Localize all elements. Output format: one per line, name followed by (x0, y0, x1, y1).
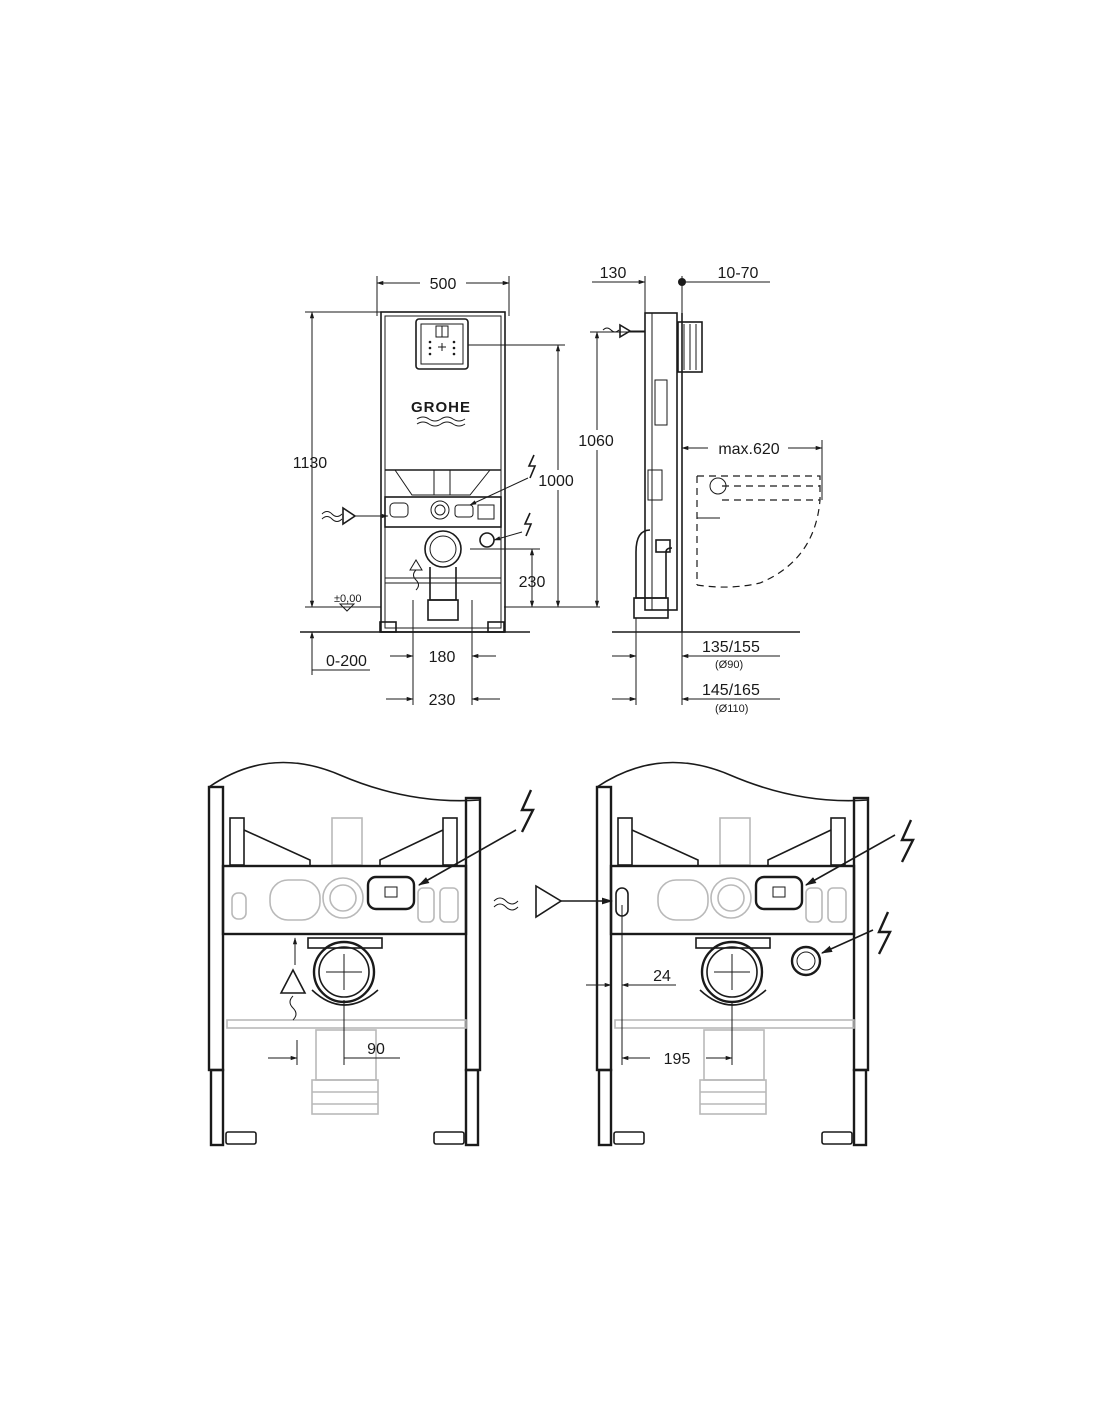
flush-button-icon (428, 325, 456, 356)
dim-detail-right-large: 195 (664, 1051, 691, 1068)
brand-logo-text: GROHE (411, 399, 471, 416)
floor-level-label: ±0,00 (334, 593, 361, 605)
water-inlet-icon (493, 884, 614, 919)
dim-total-height: 1130 (293, 455, 328, 472)
dim-flush-height-side: 1060 (578, 433, 614, 450)
dim-top-depth: 130 (600, 265, 627, 282)
dim-drain-offset-b: 230 (429, 692, 456, 709)
detail-left: 90 (207, 761, 535, 1147)
power-lightning-icon (820, 911, 892, 955)
drain-vent-icon (409, 559, 423, 591)
power-lightning-icon (418, 789, 535, 886)
water-inlet-icon (602, 323, 645, 339)
dim-drain-offset-a: 180 (429, 649, 456, 666)
side-view: 130 10-70 1060 max.620 135/155 (Ø90) (572, 265, 823, 715)
dim-width: 500 (430, 276, 457, 293)
dim-drain-height: 230 (519, 574, 546, 591)
dim-pipe-90-offset: 135/155 (702, 639, 760, 656)
dim-max-reach: max.620 (718, 441, 779, 458)
power-lightning-icon (469, 454, 537, 506)
power-lightning-icon (493, 512, 533, 541)
dim-detail-right-small: 24 (653, 968, 671, 985)
front-view: GROHE 500 (293, 273, 600, 709)
water-inlet-icon (321, 506, 389, 526)
dim-pipe-110-offset: 145/165 (702, 682, 760, 699)
dim-wall-offset: 10-70 (718, 265, 759, 282)
detail-right: 24 195 (493, 761, 915, 1147)
dim-pipe-90-diameter: (Ø90) (715, 659, 743, 671)
drain-vent-icon (279, 937, 307, 1021)
dim-pipe-110-diameter: (Ø110) (715, 703, 748, 715)
brand-wave-icon (416, 416, 466, 427)
dim-flush-height-front: 1000 (538, 473, 574, 490)
dim-detail-left-offset: 90 (367, 1041, 385, 1058)
dim-floor-adjust: 0-200 (326, 653, 367, 670)
power-lightning-icon (805, 819, 915, 886)
floor-level-icon (338, 603, 356, 612)
